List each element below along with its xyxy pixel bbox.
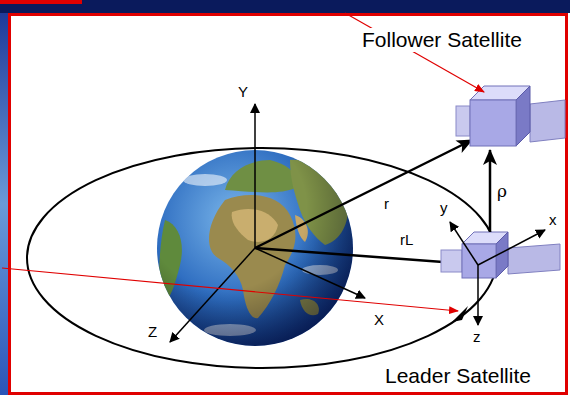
solar-panel <box>508 244 560 274</box>
local-y-axis <box>450 222 478 265</box>
rl-vector <box>255 248 470 264</box>
satellite-node: Follower Satellite <box>455 86 565 150</box>
satellite-label: Leader Satellite <box>383 364 533 388</box>
satellite-node: Leader Satellite <box>440 232 562 282</box>
local-x-axis <box>478 230 545 265</box>
axis-label: Y <box>238 84 248 101</box>
satellite-label: Follower Satellite <box>360 28 524 52</box>
red-pointer <box>345 13 484 92</box>
axis-label: Z <box>148 324 157 341</box>
axis-label: z <box>473 329 481 346</box>
axis-label: r <box>384 196 389 213</box>
axis-label: X <box>374 312 384 329</box>
follower-satellite-icon <box>456 86 565 146</box>
top-red-bar <box>0 0 82 4</box>
y-axis <box>254 104 256 248</box>
cube-side <box>516 86 530 146</box>
orbit-arrowhead <box>452 306 468 322</box>
leader-satellite-icon <box>441 232 560 278</box>
red-frame <box>10 15 567 394</box>
orbit-ellipse <box>27 148 497 368</box>
relative-vector <box>489 150 492 232</box>
r-vector <box>255 140 472 248</box>
left-strip <box>0 13 9 395</box>
z-axis <box>170 248 255 342</box>
solar-panel <box>441 250 462 272</box>
solar-panel <box>456 106 470 136</box>
axis-label: y <box>440 200 448 217</box>
red-pointer <box>2 268 458 311</box>
top-band <box>0 0 570 13</box>
axis-label: x <box>549 212 557 229</box>
axis-label: rL <box>400 232 413 249</box>
vector-label: ρ <box>496 182 508 201</box>
solar-panel <box>530 100 565 142</box>
local-z-axis <box>477 265 479 325</box>
cube-front <box>470 100 516 146</box>
